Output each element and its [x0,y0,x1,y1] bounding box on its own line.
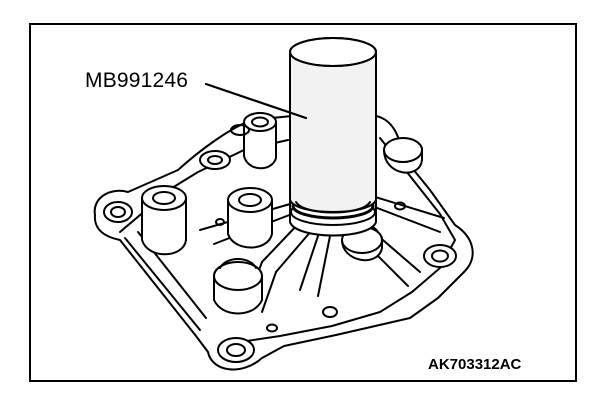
special-tool-cylinder [289,37,377,214]
tool-part-label: MB991246 [85,69,189,92]
mounting-holes [103,201,457,363]
figure-code: AK703312AC [428,356,522,373]
housing-bosses [141,112,423,315]
leader-line [204,82,308,120]
